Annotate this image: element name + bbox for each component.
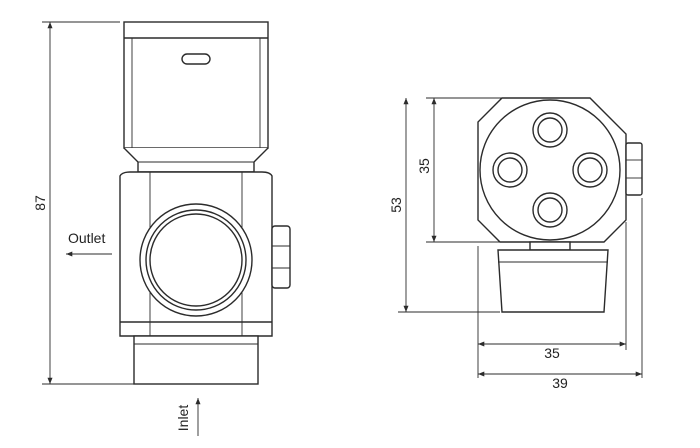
top-cap — [123, 21, 269, 149]
dimension-53: 53 — [388, 197, 404, 213]
side-view: 35 53 35 39 — [388, 97, 643, 391]
dimension-35-horizontal: 35 — [544, 345, 560, 361]
front-view: 87 Outlet Inlet — [32, 21, 291, 436]
port-left — [492, 152, 528, 188]
outlet-label: Outlet — [68, 230, 105, 246]
side-view-screw — [625, 142, 643, 196]
bottom-fitting — [497, 249, 609, 313]
side-screw — [271, 225, 291, 289]
neck — [123, 147, 269, 173]
cap-disc — [479, 99, 621, 241]
dimension-87: 87 — [32, 195, 48, 211]
cap-slot — [181, 53, 211, 65]
port-right — [572, 152, 608, 188]
outlet-port-inner — [149, 213, 243, 307]
connector — [529, 241, 571, 251]
dimension-39: 39 — [552, 375, 568, 391]
outlet-port-outer — [139, 203, 253, 317]
inlet-fitting — [133, 335, 259, 385]
inlet-label: Inlet — [175, 405, 191, 432]
dimension-35-vertical: 35 — [416, 158, 432, 174]
port-bottom — [532, 192, 568, 228]
port-top — [532, 112, 568, 148]
